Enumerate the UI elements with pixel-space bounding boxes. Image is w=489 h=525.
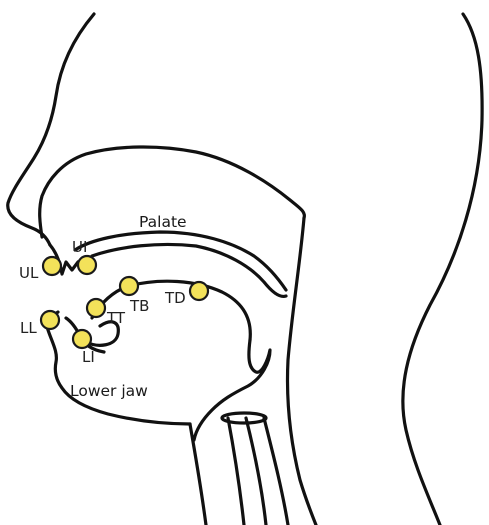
sensor-TD bbox=[190, 282, 208, 300]
palate-label: Palate bbox=[139, 213, 187, 231]
lower-jaw-label: Lower jaw bbox=[70, 382, 148, 400]
neck-front-line bbox=[190, 424, 206, 525]
sensor-label-TD: TD bbox=[164, 289, 186, 307]
back-of-head-line bbox=[403, 14, 482, 525]
sensor-LL bbox=[41, 311, 59, 329]
sensor-label-TB: TB bbox=[129, 297, 149, 315]
sensor-UL bbox=[43, 257, 61, 275]
airway-tube-mid bbox=[246, 418, 266, 525]
sensor-label-UI: UI bbox=[72, 238, 87, 256]
sensor-LI bbox=[73, 330, 91, 348]
sensor-TB bbox=[120, 277, 138, 295]
sensor-label-LL: LL bbox=[20, 319, 37, 337]
sensor-label-UL: UL bbox=[19, 264, 39, 282]
airway-tube-right bbox=[264, 418, 288, 525]
airway-tube-left bbox=[228, 418, 244, 525]
sensor-TT bbox=[87, 299, 105, 317]
sensor-label-TT: TT bbox=[106, 309, 126, 327]
jaw-inner-line bbox=[194, 340, 270, 440]
sensor-UI bbox=[78, 256, 96, 274]
sensor-label-LI: LI bbox=[82, 348, 95, 366]
face-profile-line bbox=[8, 14, 94, 245]
pharynx-back-wall bbox=[288, 218, 317, 525]
